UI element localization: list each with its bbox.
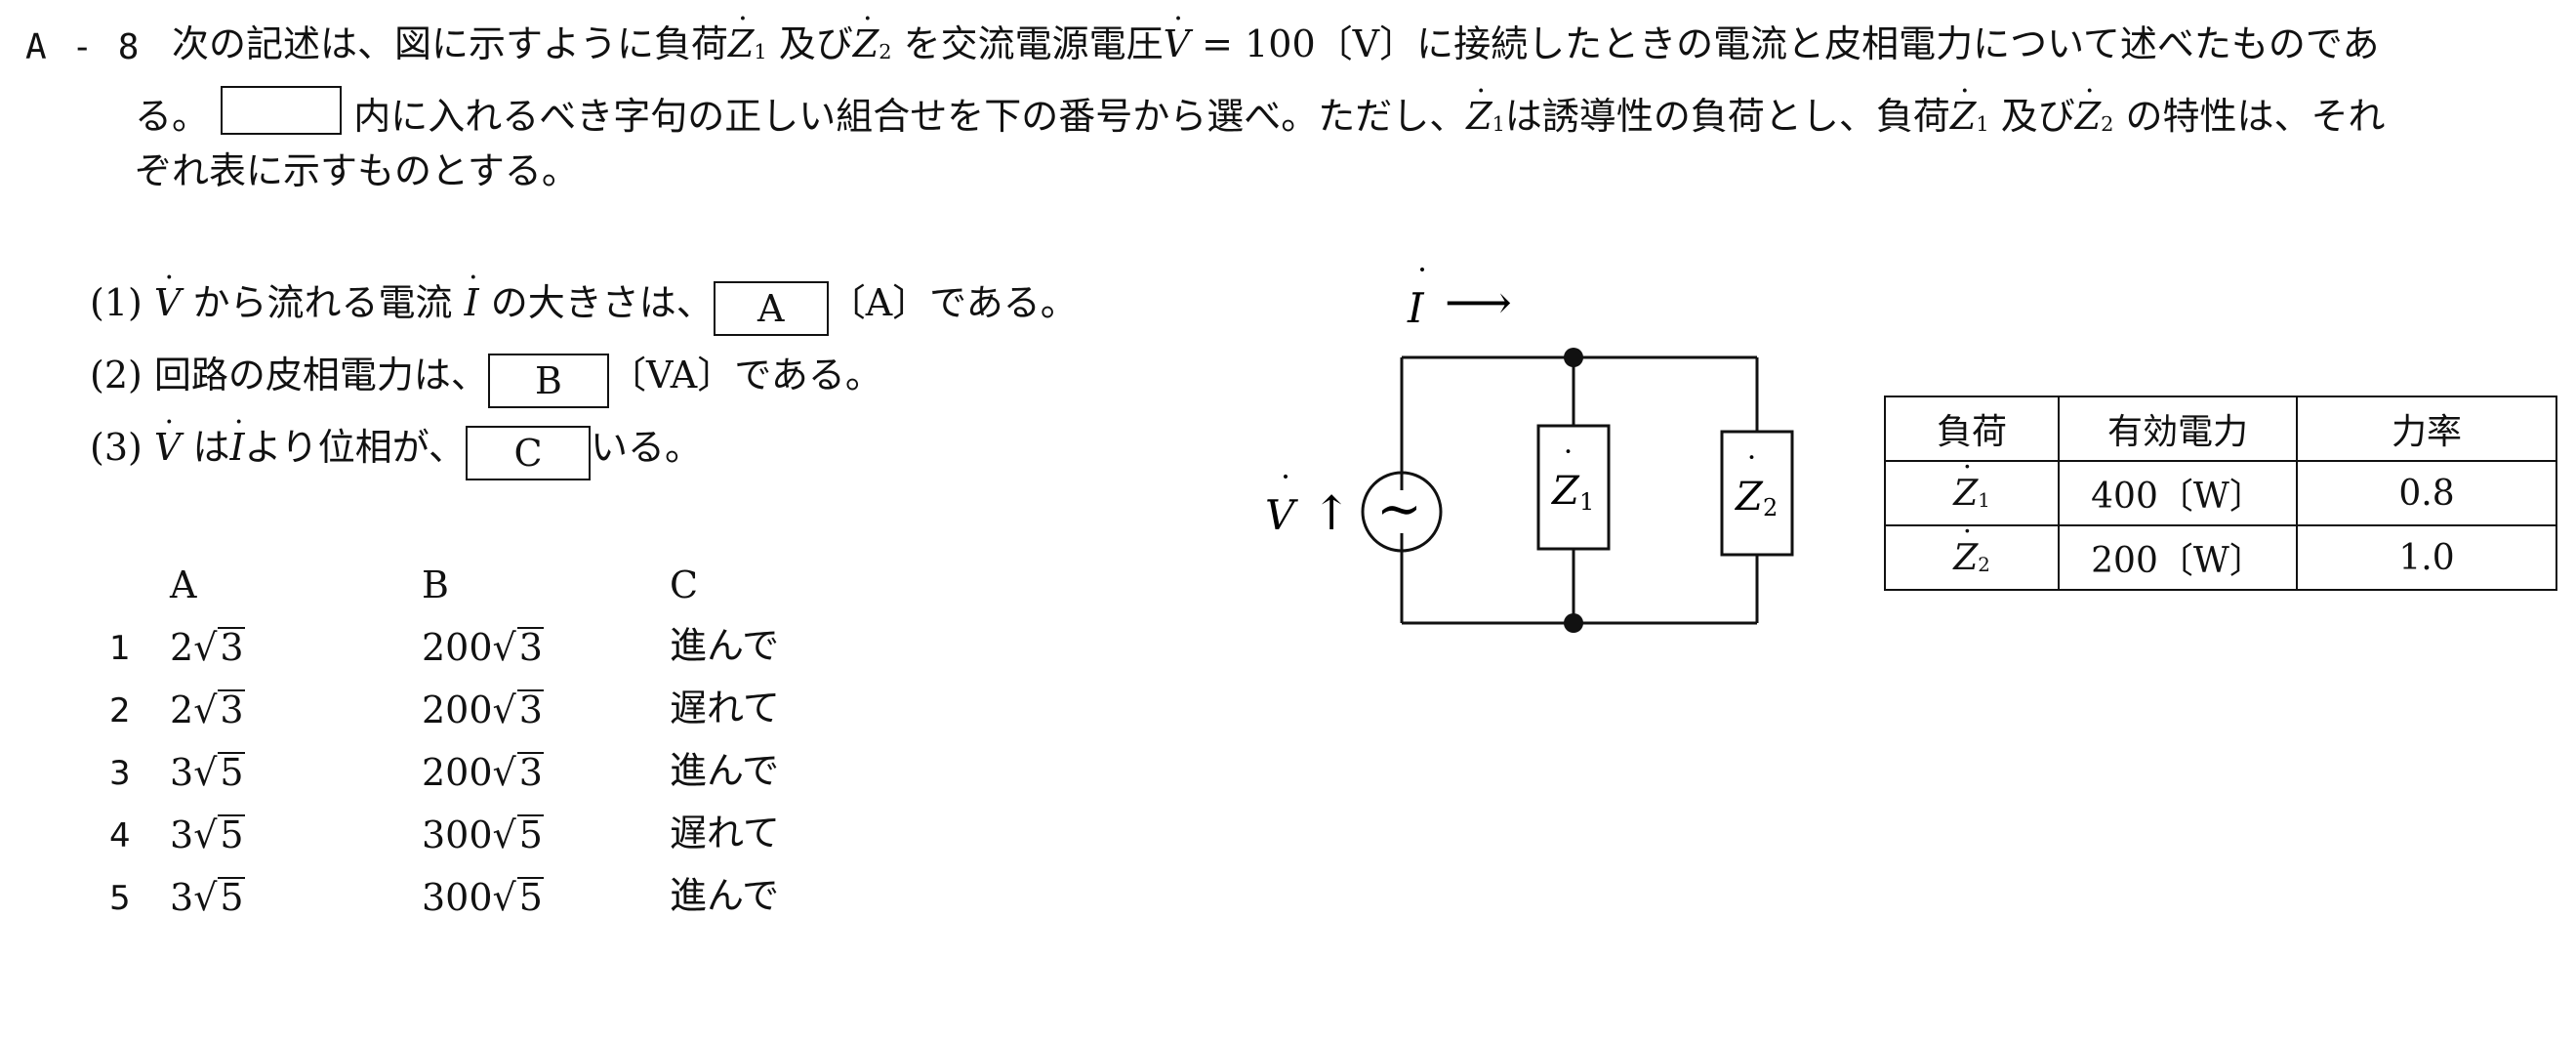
table-cell-load: Z˙2 [1884,524,2060,591]
blank-a: A [713,281,829,336]
voltage-label: V [1265,491,1298,539]
option-b-value: 200√3 [422,688,544,731]
blank-b: B [487,354,609,408]
junction-top [1564,348,1583,367]
current-arrow-icon: ⟶ [1445,275,1512,330]
option-c-value: 進んで [670,624,780,667]
table-row: Z˙1 400〔W〕 0.8 [1884,460,2557,526]
load-z2-box [1720,430,1794,557]
table-row: Z˙2 200〔W〕 1.0 [1884,524,2557,591]
option-b-value: 200√3 [422,626,544,669]
option-number: 5 [109,879,131,918]
question-line-1: 次の記述は、図に示すように負荷Z˙1 及びZ˙2 を交流電源電圧V˙ = 100… [172,12,2380,65]
ac-source-symbol [1361,471,1443,553]
symbol-i: I˙ [464,271,482,324]
question-line-3: ぞれ表に示すものとする。 [135,149,579,192]
symbol-v: V˙ [1163,12,1191,65]
option-c-value: 遅れて [670,687,780,729]
symbol-z1: Z˙ [1949,84,1977,138]
question-line-2: る。 内に入れるべき字句の正しい組合せを下の番号から選べ。ただし、Z˙1は誘導性… [135,84,2386,138]
table-cell-power: 400〔W〕 [2058,460,2298,526]
option-b-value: 300√5 [422,813,544,856]
option-a-value: 2√3 [170,688,245,731]
table-cell-power: 200〔W〕 [2058,524,2298,591]
option-b-value: 200√3 [422,751,544,794]
option-c-value: 遅れて [670,812,780,854]
option-a-value: 3√5 [170,751,245,794]
symbol-v: V˙ [153,271,182,324]
symbol-i: I˙ [229,415,248,469]
symbol-z1: Z˙ [1466,84,1492,138]
current-label: I [1407,284,1425,332]
option-number: 1 [109,629,131,668]
statement-1: (1) V˙ から流れる電流 I˙ の大きさは、A〔A〕である。 [90,271,1078,336]
option-number: 3 [109,754,131,793]
blank-box [221,86,343,135]
load-characteristics-table: 負荷 有効電力 力率 Z˙1 400〔W〕 0.8 Z˙2 200〔W〕 1.0 [1884,396,2557,591]
voltage-dot: ˙ [1277,471,1294,511]
table-header-cell: 負荷 [1884,396,2060,462]
source-wave-icon: ∼ [1376,478,1422,541]
table-cell-pf: 0.8 [2296,460,2557,526]
table-header-cell: 有効電力 [2058,396,2298,462]
question-number: A - 8 [25,27,142,67]
option-number: 2 [109,691,131,730]
z1-sub: 1 [1579,488,1594,516]
blank-c: C [465,426,591,480]
option-c-value: 進んで [670,749,780,792]
z2-dot: ˙ [1743,450,1760,489]
options-header-b: B [422,563,449,606]
table-cell-pf: 1.0 [2296,524,2557,591]
options-header-c: C [670,563,699,606]
option-c-value: 進んで [670,874,780,917]
statement-2: (2) 回路の皮相電力は、B〔VA〕である。 [90,354,882,408]
option-a-value: 3√5 [170,813,245,856]
options-header-a: A [170,563,197,606]
z2-sub: 2 [1763,494,1778,521]
table-cell-load: Z˙1 [1884,460,2060,526]
z2-label: Z [1734,475,1764,520]
option-b-value: 300√5 [422,876,544,919]
symbol-v: V˙ [153,415,182,469]
table-header-cell: 力率 [2296,396,2557,462]
voltage-arrow-icon: ↑ [1312,486,1351,541]
option-number: 4 [109,816,131,855]
table-header-row: 負荷 有効電力 力率 [1884,396,2557,462]
current-dot: ˙ [1413,264,1431,304]
option-a-value: 3√5 [170,876,245,919]
symbol-z1: Z˙ [728,12,755,65]
option-a-value: 2√3 [170,626,245,669]
z1-label: Z [1550,469,1580,514]
load-z1-box [1536,424,1611,551]
symbol-z2: Z˙ [2074,84,2102,138]
junction-bottom [1564,613,1583,633]
symbol-z2: Z˙ [852,12,879,65]
circuit-diagram: ∼ I ˙ ⟶ V ˙ ↑ Z ˙ 1 Z ˙ 2 [1265,264,1794,633]
z1-dot: ˙ [1560,444,1576,483]
